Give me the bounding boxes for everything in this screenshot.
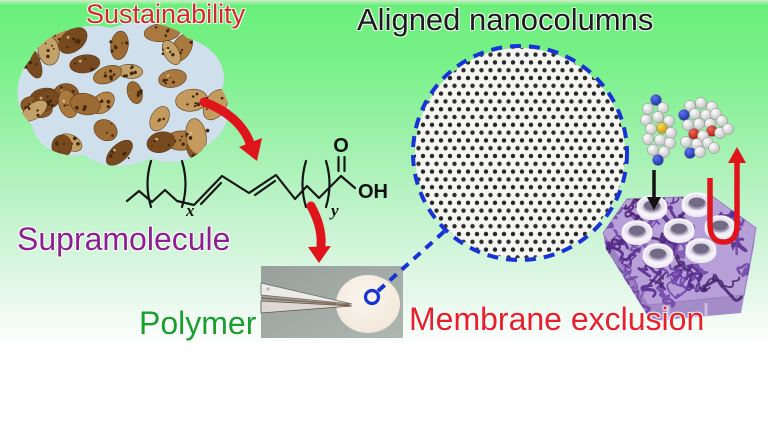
castor-beans-photo [17,22,229,166]
tweezers-icon [260,282,353,314]
fatty-acid-structure: x y O OH [125,135,388,220]
nanopores [621,192,736,268]
hydroxyl-group: OH [358,181,388,203]
black-permeate-arrow-icon [647,170,661,210]
aligned-nanocolumns-label: Aligned nanocolumns [357,2,654,37]
carbonyl-oxygen: O [333,135,349,157]
repeat-unit-x: x [185,201,195,220]
membrane-exclusion-label: Membrane exclusion [409,301,705,337]
red-arrow-seeds-to-structure-icon [199,97,262,161]
polymer-label: Polymer [139,305,257,341]
blue-dashed-zoom-link-icon [363,227,449,306]
blue-dashed-circle-icon [411,44,629,262]
sustainability-label: Sustainability [86,0,246,29]
repeat-unit-y: y [329,201,339,220]
tem-nanocolumns-image [411,44,629,262]
membrane-photo [260,266,403,338]
red-reject-uturn-arrow-icon [707,147,746,245]
red-arrow-structure-to-polymer-icon [306,201,331,263]
supramolecule-label: Supramolecule [17,221,231,257]
large-dye-molecule [678,97,734,159]
small-dye-molecule [640,94,677,166]
